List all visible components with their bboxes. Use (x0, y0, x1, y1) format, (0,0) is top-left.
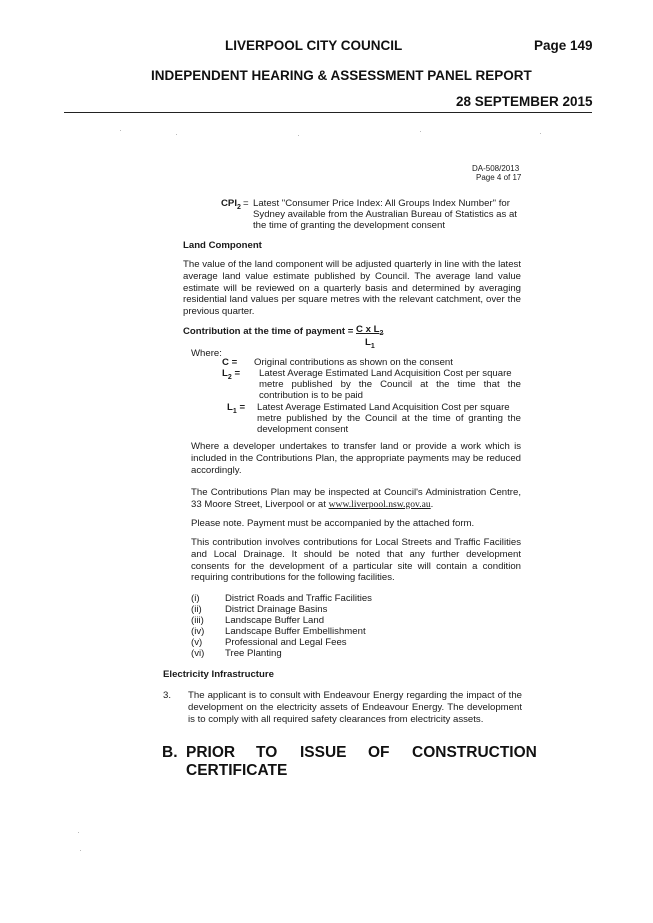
section-heading-line-2: CERTIFICATE (186, 762, 288, 779)
land-component-paragraph: The value of the land component will be … (183, 259, 521, 318)
facility-item: Tree Planting (225, 648, 282, 659)
facility-number: (i) (191, 593, 200, 604)
note-paragraph: Please note. Payment must be accompanied… (191, 518, 475, 529)
section-heading-word: TO (256, 744, 278, 761)
cpi-line-3: the time of granting the development con… (253, 220, 445, 231)
involves-paragraph: This contribution involves contributions… (191, 537, 521, 584)
facility-item: District Drainage Basins (225, 604, 328, 615)
section-heading-word: PRIOR (186, 744, 236, 761)
section-heading-word: ISSUE (300, 744, 347, 761)
facility-number: (vi) (191, 648, 205, 659)
facility-number: (iv) (191, 626, 205, 637)
formula-label: Contribution at the time of payment = (183, 326, 354, 337)
facility-item: District Roads and Traffic Facilities (225, 593, 372, 604)
electricity-paragraph: The applicant is to consult with Endeavo… (188, 690, 522, 725)
scan-speck (298, 135, 299, 136)
section-heading-word: OF (368, 744, 390, 761)
where-l1-line-3: development consent (257, 424, 349, 435)
where-symbol-l1: L1 = (227, 402, 246, 415)
page-of: Page 4 of 17 (476, 173, 522, 182)
where-label: Where: (191, 348, 222, 359)
council-website-link[interactable]: www.liverpool.nsw.gov.au (328, 498, 431, 510)
formula-denominator: L1 (365, 337, 375, 350)
condition-number: 3. (163, 690, 172, 701)
where-l2-line-1: Latest Average Estimated Land Acquisitio… (259, 368, 512, 379)
report-date: 28 SEPTEMBER 2015 (456, 94, 593, 109)
page-number: Page 149 (534, 38, 593, 53)
cpi-line-1: Latest "Consumer Price Index: All Groups… (253, 198, 510, 209)
land-component-heading: Land Component (183, 240, 262, 251)
inspect-paragraph: The Contributions Plan may be inspected … (191, 487, 521, 510)
where-l1-line-1: Latest Average Estimated Land Acquisitio… (257, 402, 510, 413)
scan-speck (420, 131, 421, 132)
cpi-equals: = (243, 198, 249, 209)
where-l1-line-2: metre published by the Council at the ti… (257, 413, 521, 424)
facility-item: Landscape Buffer Embellishment (225, 626, 366, 637)
header-rule (64, 112, 592, 113)
cpi-term: CPI2 (221, 198, 241, 211)
developer-paragraph: Where a developer undertakes to transfer… (191, 441, 521, 476)
formula-numerator: C x L2 (356, 324, 384, 337)
section-letter: B. (162, 744, 178, 761)
where-symbol-c: C = (222, 357, 238, 368)
facility-number: (ii) (191, 604, 202, 615)
where-l2-line-3: contribution is to be paid (259, 390, 363, 401)
report-title: INDEPENDENT HEARING & ASSESSMENT PANEL R… (151, 68, 532, 83)
da-reference: DA-508/2013 (472, 164, 520, 173)
facility-number: (iii) (191, 615, 204, 626)
scan-speck (540, 133, 541, 134)
scan-speck (78, 832, 79, 833)
scan-speck (120, 130, 121, 131)
facility-number: (v) (191, 637, 203, 648)
electricity-heading: Electricity Infrastructure (163, 669, 274, 680)
section-heading-word: CONSTRUCTION (412, 744, 537, 761)
council-name: LIVERPOOL CITY COUNCIL (225, 38, 403, 53)
scan-speck (80, 850, 81, 851)
where-c-line-1: Original contributions as shown on the c… (254, 357, 453, 368)
where-l2-line-2: metre published by the Council at the ti… (259, 379, 521, 390)
scan-speck (176, 134, 177, 135)
cpi-line-2: Sydney available from the Australian Bur… (253, 209, 517, 220)
where-symbol-l2: L2 = (222, 368, 241, 381)
facility-item: Landscape Buffer Land (225, 615, 325, 626)
facility-item: Professional and Legal Fees (225, 637, 347, 648)
